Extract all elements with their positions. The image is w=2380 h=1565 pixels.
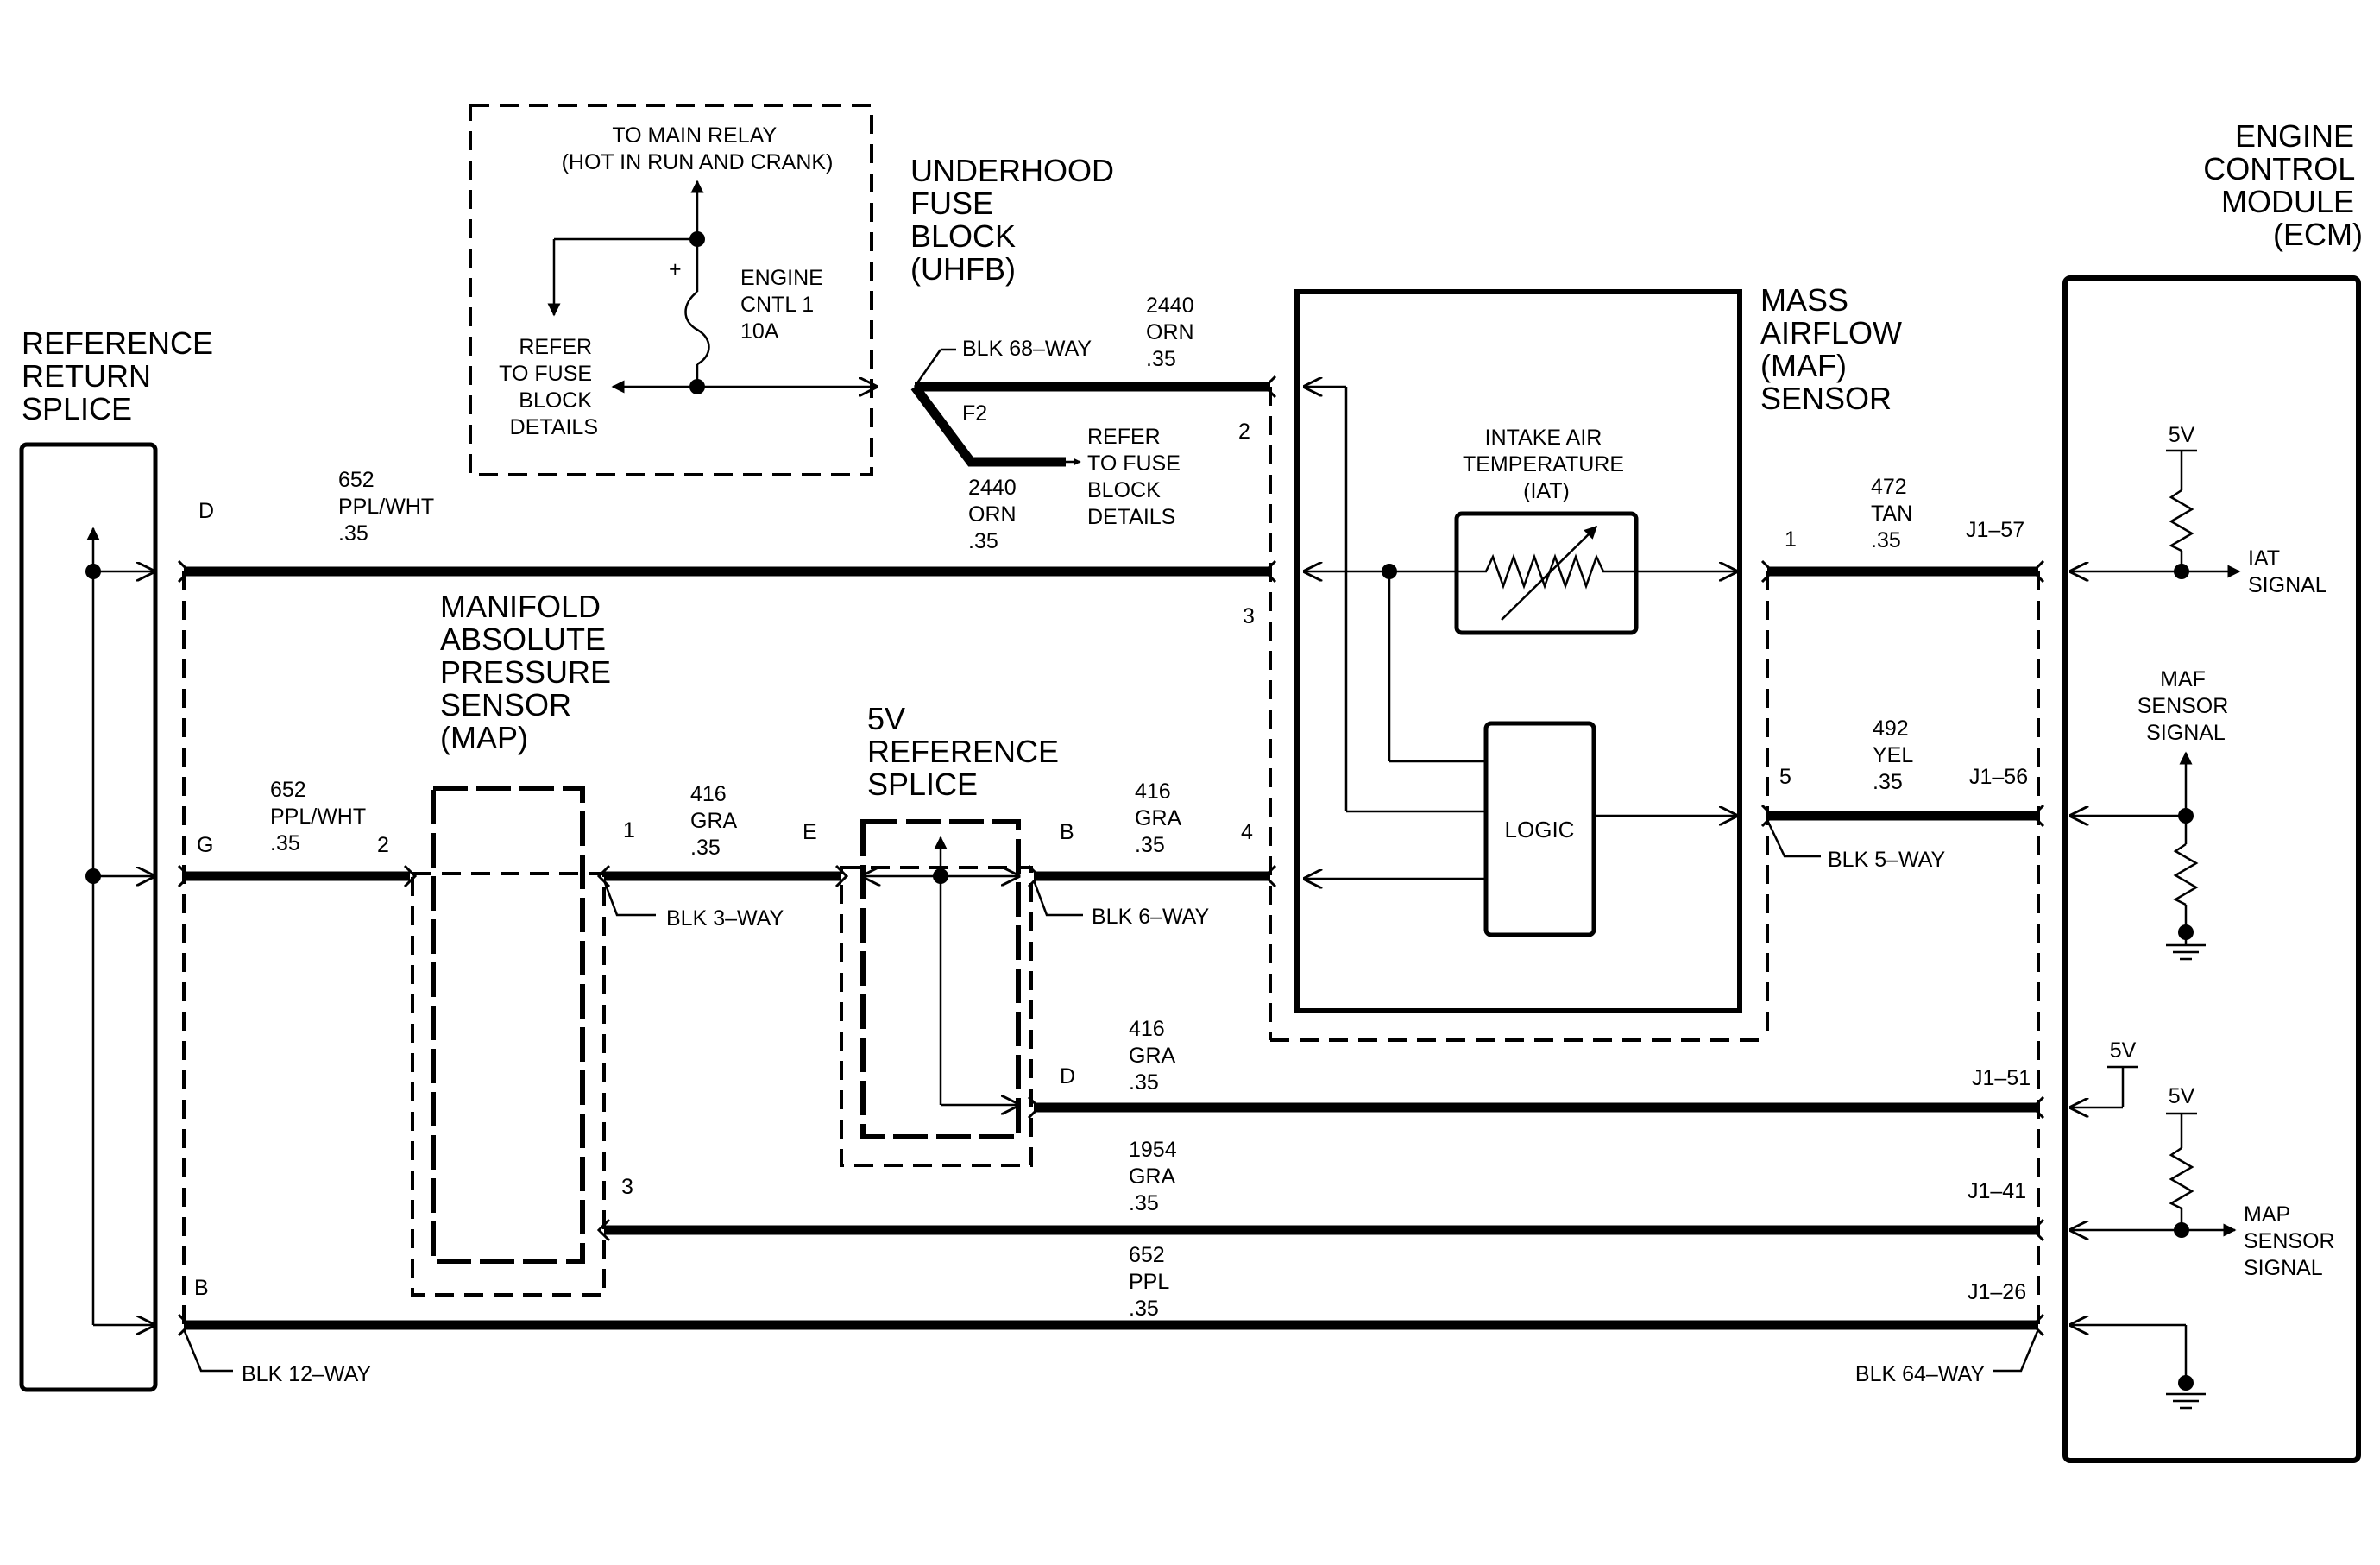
- reference-return-splice: REFERENCE RETURN SPLICE: [19, 325, 222, 1392]
- blk5-label: BLK 5–WAY: [1828, 848, 1945, 872]
- pin-maf-4: 4: [1241, 820, 1253, 844]
- blk6-label: BLK 6–WAY: [1092, 905, 1209, 929]
- connector-ticks: [177, 375, 2045, 1337]
- pin-1-map: 1: [623, 818, 635, 842]
- wire-416-low-label: 416 GRA .35: [1129, 1017, 1181, 1095]
- map-sensor-signal-label: MAP SENSOR SIGNAL: [2244, 1202, 2341, 1280]
- map-sensor: MANIFOLD ABSOLUTE PRESSURE SENSOR (MAP): [411, 589, 620, 1297]
- main-relay-label: TO MAIN RELAY (HOT IN RUN AND CRANK): [562, 123, 834, 174]
- pin-g: G: [197, 833, 213, 857]
- wire-652-map-label: 652 PPL/WHT .35: [270, 778, 372, 855]
- pin-maf-3: 3: [1243, 604, 1255, 628]
- blk3-label: BLK 3–WAY: [666, 906, 784, 931]
- ref-5v-splice: 5V REFERENCE SPLICE: [840, 701, 1067, 1167]
- f2-label: F2: [962, 401, 987, 426]
- blk64-label: BLK 64–WAY: [1855, 1362, 1985, 1386]
- wire-472-label: 472 TAN .35: [1871, 475, 1918, 552]
- pin-j1-57: J1–57: [1966, 518, 2024, 542]
- pin-j1-51: J1–51: [1972, 1066, 2031, 1090]
- pin-j1-56: J1–56: [1969, 765, 2028, 789]
- iat-label: INTAKE AIR TEMPERATURE (IAT): [1463, 426, 1630, 503]
- pin-b-left: B: [194, 1276, 209, 1300]
- fuse-label: ENGINE CNTL 1 10A: [740, 266, 829, 344]
- wire-652-ppl-label: 652 PPL .35: [1129, 1243, 1174, 1321]
- wire-2440-top-label: 2440 ORN .35: [1146, 293, 1200, 371]
- wire-1954: 3 1954 GRA .35 J1–41: [604, 1138, 2038, 1235]
- blk12-label: BLK 12–WAY: [242, 1362, 371, 1386]
- v5-iat: 5V: [2169, 423, 2195, 447]
- ecm: ENGINE CONTROL MODULE (ECM) 5V IAT SIGNA…: [2062, 118, 2363, 1463]
- maf-sensor: MASS AIRFLOW (MAF) SENSOR 2 3 4 INTAKE A…: [1238, 282, 1911, 1042]
- pin-j1-26: J1–26: [1968, 1280, 2026, 1304]
- wire-492-label: 492 YEL .35: [1873, 716, 1918, 794]
- pin-maf-5: 5: [1779, 765, 1791, 789]
- wire-652-top-label: 652 PPL/WHT .35: [338, 468, 440, 546]
- wire-652-top: D 652 PPL/WHT .35: [184, 468, 1270, 577]
- map-sensor-label: MANIFOLD ABSOLUTE PRESSURE SENSOR (MAP): [440, 589, 620, 755]
- refer-right-label: REFER TO FUSE BLOCK DETAILS: [1087, 425, 1187, 529]
- ref-5v-splice-label: 5V REFERENCE SPLICE: [867, 701, 1067, 802]
- pin-maf-1: 1: [1785, 527, 1797, 552]
- pin-e-splice: E: [803, 820, 817, 844]
- uhfb-label: UNDERHOOD FUSE BLOCK (UHFB): [910, 153, 1123, 287]
- wire-652-map: G 2 652 PPL/WHT .35: [184, 778, 410, 881]
- maf-sensor-label: MASS AIRFLOW (MAF) SENSOR: [1760, 282, 1911, 416]
- wire-416-low: D 416 GRA .35 J1–51: [1034, 1017, 2038, 1113]
- fuse-block-detail: TO MAIN RELAY (HOT IN RUN AND CRANK) + E…: [469, 104, 876, 476]
- v5-j151: 5V: [2110, 1038, 2137, 1063]
- wire-472: 1 472 TAN .35 J1–57: [1767, 475, 2038, 577]
- wire-652-ppl: B 652 PPL .35 J1–26 BLK 12–WAY BLK 64–WA…: [182, 1243, 2040, 1386]
- pin-maf-2: 2: [1238, 420, 1250, 444]
- refer-left-label: REFER TO FUSE BLOCK DETAILS: [499, 335, 598, 439]
- maf-sensor-signal-label: MAF SENSOR SIGNAL: [2138, 667, 2235, 745]
- wire-416-maf: B 416 GRA .35 BLK 6–WAY: [1032, 779, 1270, 929]
- logic-label: LOGIC: [1505, 817, 1575, 842]
- pin-3-map: 3: [621, 1175, 633, 1199]
- wire-416-map-label: 416 GRA .35: [690, 782, 742, 860]
- pin-b-splice: B: [1060, 820, 1074, 844]
- wire-492: 5 492 YEL .35 J1–56 BLK 5–WAY: [1766, 716, 2038, 872]
- iat-signal-label: IAT SIGNAL: [2248, 546, 2327, 597]
- wire-416-map: 1 E 416 GRA .35 BLK 3–WAY: [602, 782, 841, 931]
- underhood-fuse-block: UNDERHOOD FUSE BLOCK (UHFB) BLK 68–WAY F…: [910, 153, 1270, 553]
- reference-return-splice-label: REFERENCE RETURN SPLICE: [22, 325, 222, 426]
- wire-1954-label: 1954 GRA .35: [1129, 1138, 1183, 1215]
- wire-2440-f2-label: 2440 ORN .35: [968, 476, 1023, 553]
- fuse-plus: +: [669, 257, 682, 281]
- pin-d-top: D: [198, 499, 214, 523]
- pin-d-splice: D: [1060, 1064, 1075, 1089]
- pin-j1-41: J1–41: [1968, 1179, 2026, 1203]
- ecm-label: ENGINE CONTROL MODULE (ECM): [2203, 118, 2363, 252]
- v5-map: 5V: [2169, 1084, 2195, 1108]
- wire-416-maf-label: 416 GRA .35: [1135, 779, 1187, 857]
- blk68-label: BLK 68–WAY: [962, 337, 1092, 361]
- pin-2-map: 2: [377, 833, 389, 857]
